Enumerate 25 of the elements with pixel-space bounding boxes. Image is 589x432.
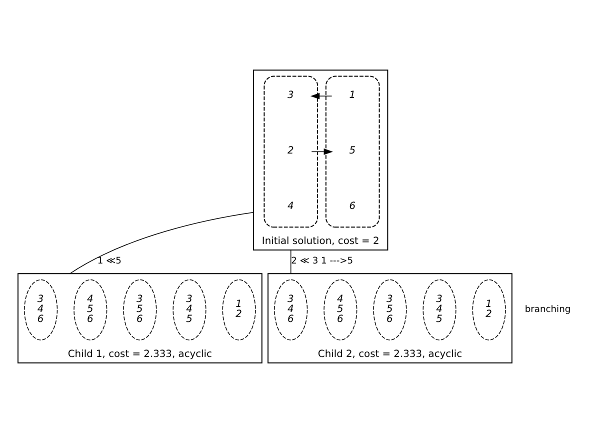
node-text: 4 <box>287 200 294 212</box>
node-ellipse: 3 5 6 <box>373 278 407 340</box>
connector <box>290 249 292 274</box>
node-ellipse: 3 4 6 <box>274 278 308 340</box>
edge-label: 2 ≪ 3 1 --->5 <box>291 256 354 266</box>
node-ellipse: 3 4 5 <box>172 278 206 340</box>
connector <box>69 211 254 274</box>
node-text: 1 <box>349 89 356 100</box>
node-ellipse: 3 4 6 <box>24 278 58 340</box>
arrow <box>311 148 333 154</box>
node-ellipse: 3 5 6 <box>123 278 157 340</box>
node-text: 6 <box>349 200 356 212</box>
label: branching <box>524 304 571 315</box>
cluster <box>325 75 380 228</box>
node-ellipse: 4 5 6 <box>74 278 108 340</box>
node-text: 5 <box>349 145 356 156</box>
cluster <box>264 75 318 228</box>
node-ellipse: 1 2 <box>222 278 256 340</box>
node-ellipse: 3 4 5 <box>422 278 456 340</box>
edge-label: 1 ≪5 <box>97 256 122 266</box>
node-text: 3 <box>287 89 294 100</box>
node-ellipse: 1 2 <box>472 278 506 340</box>
node-text: 2 <box>287 145 294 156</box>
arrow <box>310 92 332 99</box>
node-ellipse: 4 5 6 <box>324 278 358 340</box>
